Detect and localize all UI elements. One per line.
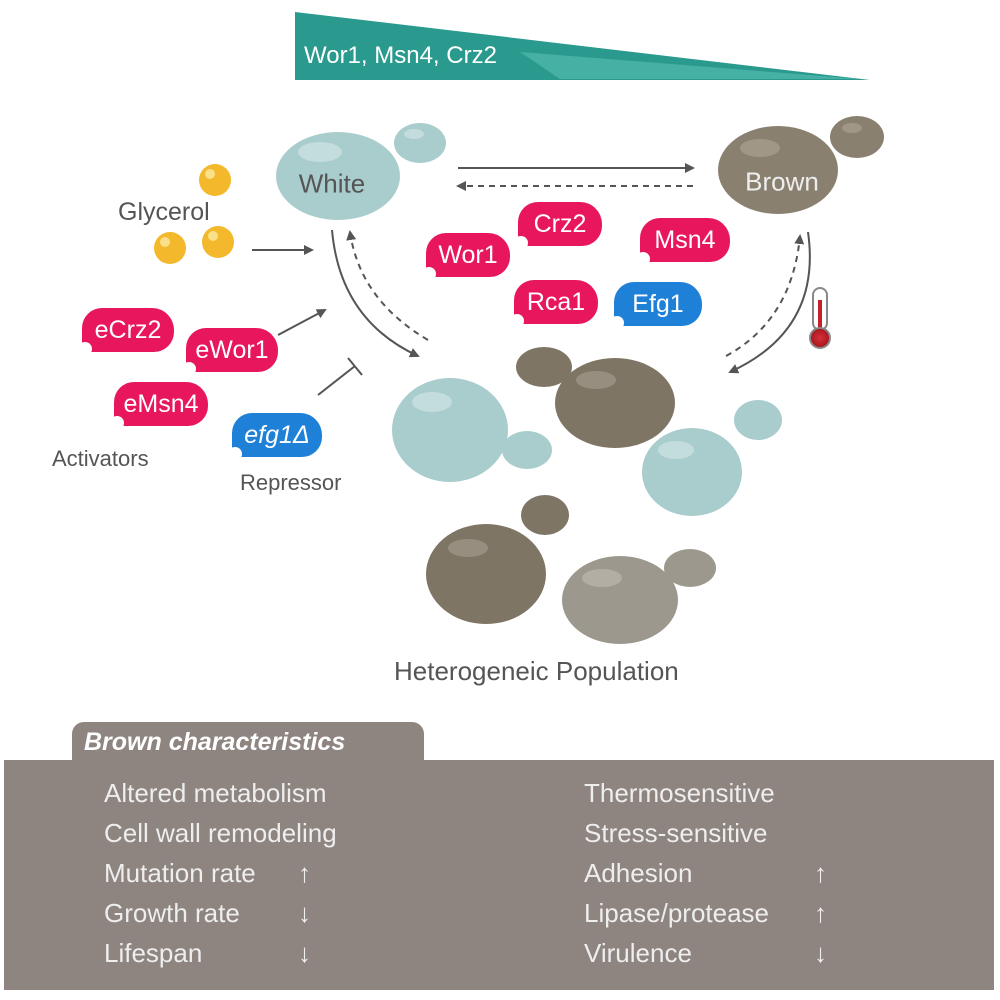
characteristic-left-5-down-arrow: ↓ — [298, 938, 311, 968]
characteristic-right-4: Lipase/protease — [584, 898, 770, 928]
population-cells — [392, 347, 782, 644]
regulator-pill-efg1: Efg1 — [610, 282, 702, 330]
characteristic-left-2: Cell wall remodeling — [104, 818, 337, 848]
characteristic-left-3: Mutation rate — [104, 858, 256, 888]
regulator-pill-wor1: Wor1 — [422, 233, 510, 281]
characteristic-left-3-up-arrow: ↑ — [298, 858, 311, 888]
white-to-population-arrow — [331, 229, 420, 358]
brown-cell — [718, 116, 884, 214]
activator-pill-emsn4: eMsn4 — [110, 382, 208, 430]
activators-label: Activators — [52, 446, 149, 471]
glycerol-label: Glycerol — [118, 198, 210, 226]
characteristic-left-5: Lifespan — [104, 938, 203, 968]
repressor-inhibition-bar — [347, 357, 363, 376]
characteristic-right-5-down-arrow: ↓ — [814, 938, 827, 968]
activator-pill-ecrz2: eCrz2 — [78, 308, 174, 356]
gradient-highlight — [520, 52, 860, 79]
activator-pill-ewor1: eWor1 — [182, 328, 278, 376]
characteristic-left-1: Altered metabolism — [104, 778, 327, 808]
characteristics-panel — [4, 760, 994, 990]
characteristic-right-5: Virulence — [584, 938, 692, 968]
characteristic-right-1: Thermosensitive — [584, 778, 775, 808]
characteristic-right-3: Adhesion — [584, 858, 693, 888]
characteristic-right-2: Stress-sensitive — [584, 818, 768, 848]
glycerol-beads — [154, 164, 234, 264]
regulator-pill-msn4: Msn4 — [636, 218, 730, 266]
white-cell-label: White — [298, 168, 366, 199]
characteristic-left-4: Growth rate — [104, 898, 240, 928]
population-label: Heterogeneic Population — [394, 656, 679, 686]
characteristic-left-4-down-arrow: ↓ — [298, 898, 311, 928]
brown-cell-label: Brown — [745, 166, 819, 197]
regulator-pill-rca1: Rca1 — [510, 280, 598, 328]
thermometer-icon — [809, 287, 831, 349]
brown-to-population-arrow — [728, 231, 811, 374]
repressor-pill-efg1-deletion: efg1Δ — [228, 413, 322, 461]
population-to-white-dashed-arrow — [346, 230, 429, 341]
repressor-inhibition-line — [317, 365, 356, 396]
population-to-brown-dashed-arrow — [725, 234, 805, 357]
characteristic-right-4-up-arrow: ↑ — [814, 898, 827, 928]
gradient-label: Wor1, Msn4, Crz2 — [304, 42, 497, 69]
regulator-pill-crz2: Crz2 — [514, 202, 602, 250]
white-cell — [276, 123, 446, 220]
repressor-label: Repressor — [240, 470, 342, 495]
concentration-gradient-wedge — [295, 12, 870, 80]
characteristic-right-3-up-arrow: ↑ — [814, 858, 827, 888]
characteristics-title: Brown characteristics — [84, 728, 346, 756]
activator-arrow — [277, 309, 327, 336]
